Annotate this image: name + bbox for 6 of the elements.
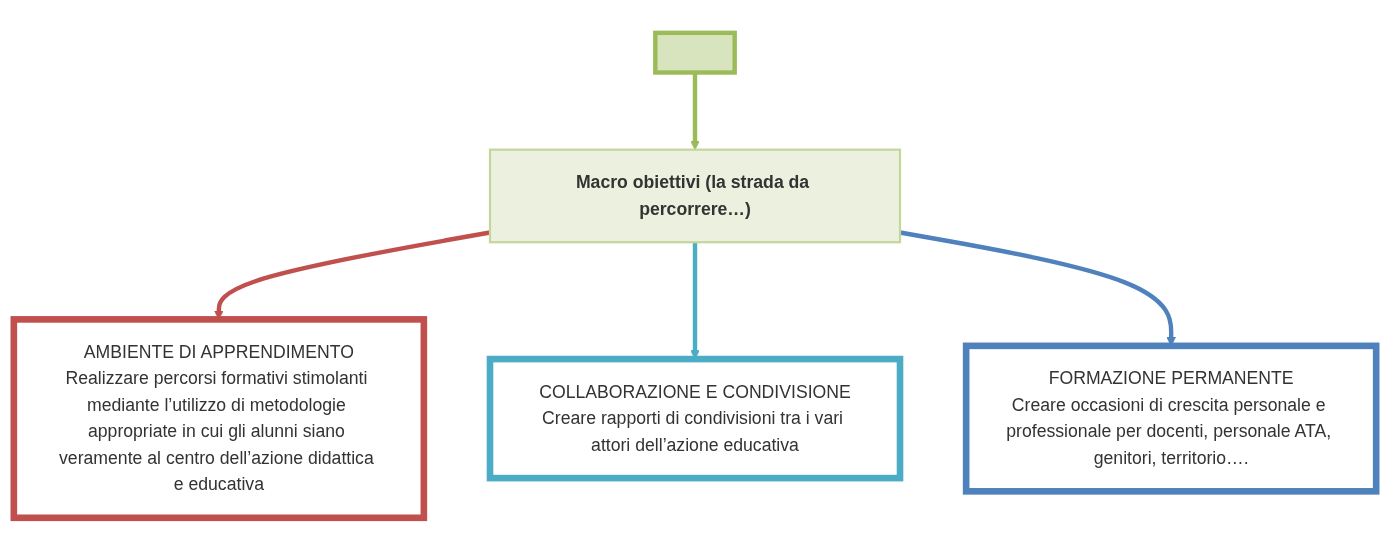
node-box: AMBIENTE DI APPRENDIMENTO Realizzare percorsi formativi stimolanti mediante l’utilizzo di metodologie appropriate in cui gli alunni siano veramente al centro dell’azione didattica e educativa: [10, 315, 428, 521]
node-box: FORMAZIONE PERMANENTE Creare occasioni di crescita personale e professionale per docenti, personale ATA, genitori, territorio….: [962, 342, 1380, 495]
arrow: [690, 72, 700, 150]
node-box: COLLABORAZIONE E CONDIVISIONE Creare rapporti di condivisioni tra i vari attori dell’azione educativa: [486, 355, 904, 482]
node-box: Macro obiettivi (la strada da percorrere…): [488, 148, 902, 244]
node-box: [653, 30, 737, 75]
